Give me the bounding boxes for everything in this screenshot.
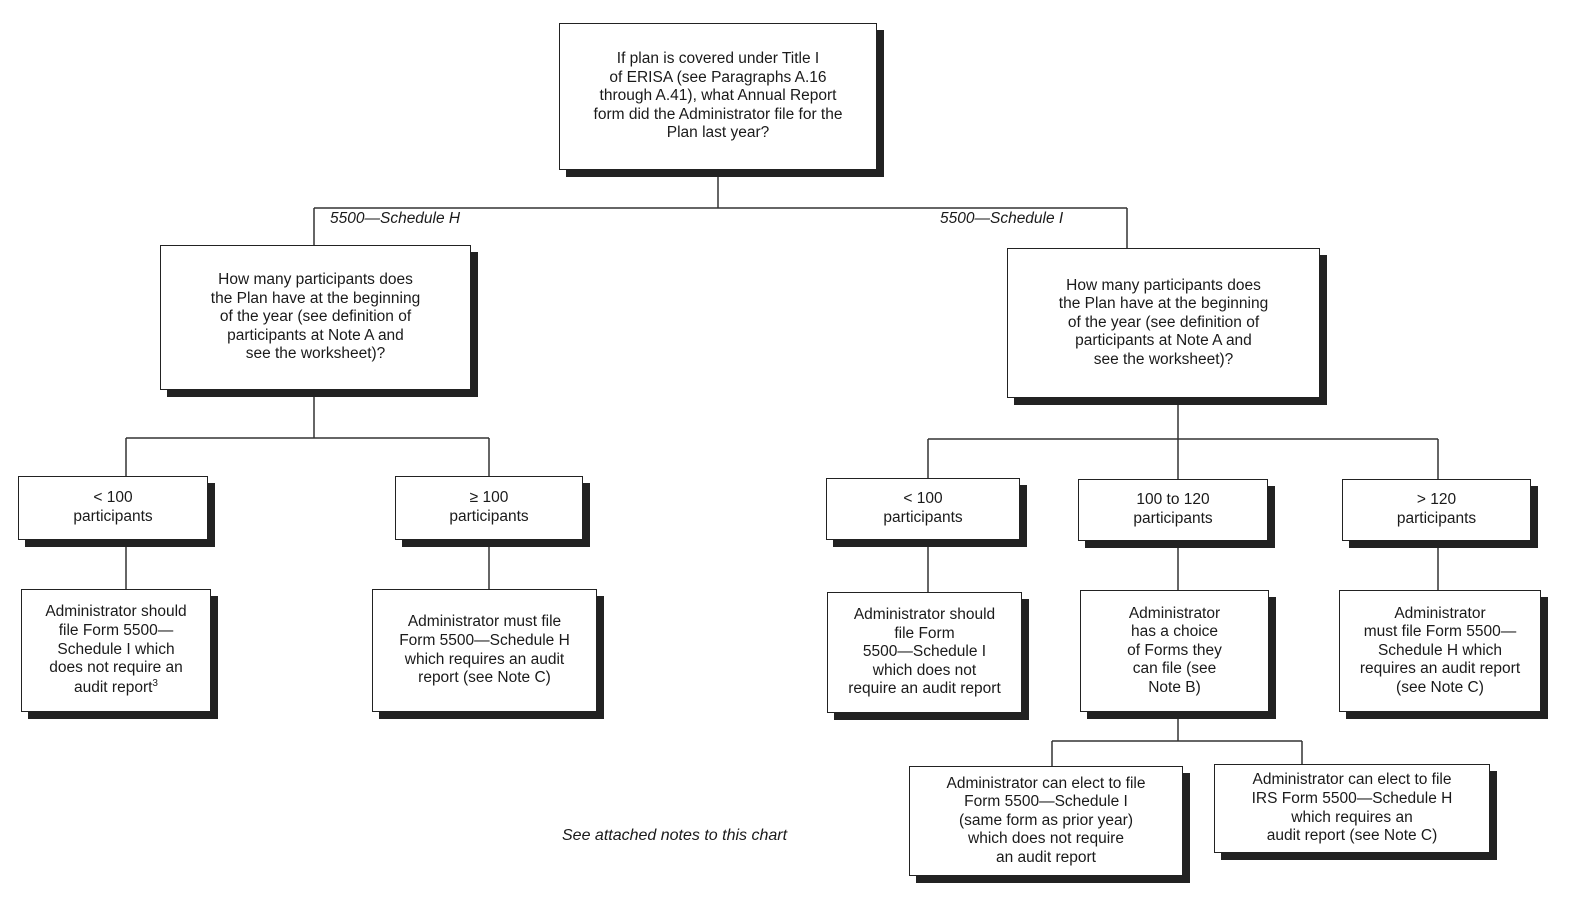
right-outcome-choice-box: Administrator has a choice of Forms they…	[1080, 590, 1269, 712]
right-outcome-schedule-i-box: Administrator should file Form 5500—Sche…	[827, 592, 1022, 713]
root-question-box: If plan is covered under Title I of ERIS…	[559, 23, 877, 170]
footnote-marker: 3	[152, 677, 158, 689]
right-outcome-schedule-h-box: Administrator must file Form 5500— Sched…	[1339, 590, 1541, 712]
choice-schedule-i-text: Administrator can elect to file Form 550…	[946, 774, 1146, 866]
root-question-text: If plan is covered under Title I of ERIS…	[593, 50, 843, 142]
right-outcome-schedule-i-text: Administrator should file Form 5500—Sche…	[848, 606, 1001, 698]
left-participants-question-text: How many participants does the Plan have…	[210, 271, 421, 363]
branch-label-schedule-i: 5500—Schedule I	[940, 210, 1064, 227]
left-outcome-schedule-h-text: Administrator must file Form 5500—Schedu…	[399, 613, 570, 687]
right-outcome-choice-text: Administrator has a choice of Forms they…	[1127, 604, 1222, 696]
right-option-under-100-box: < 100 participants	[826, 478, 1020, 540]
right-outcome-schedule-h-text: Administrator must file Form 5500— Sched…	[1359, 604, 1521, 696]
branch-label-schedule-h: 5500—Schedule H	[330, 210, 461, 227]
right-option-over-120-box: > 120 participants	[1342, 479, 1531, 541]
chart-notes-reference: See attached notes to this chart	[562, 827, 788, 844]
left-option-under-100-box: < 100 participants	[18, 476, 208, 540]
left-option-under-100-text: < 100 participants	[73, 489, 153, 525]
choice-schedule-i-box: Administrator can elect to file Form 550…	[909, 766, 1183, 876]
left-option-100-plus-box: ≥ 100 participants	[395, 476, 583, 540]
right-option-under-100-text: < 100 participants	[883, 490, 963, 526]
left-option-100-plus-text: ≥ 100 participants	[449, 489, 529, 525]
left-outcome-schedule-h-box: Administrator must file Form 5500—Schedu…	[372, 589, 597, 712]
left-outcome-schedule-i-box: Administrator should file Form 5500— Sch…	[21, 589, 211, 712]
right-participants-question-text: How many participants does the Plan have…	[1058, 276, 1269, 368]
right-option-100-to-120-text: 100 to 120 participants	[1133, 491, 1213, 527]
left-outcome-schedule-i-text: Administrator should file Form 5500— Sch…	[45, 603, 187, 696]
left-participants-question-box: How many participants does the Plan have…	[160, 245, 471, 390]
right-option-100-to-120-box: 100 to 120 participants	[1078, 479, 1268, 541]
right-option-over-120-text: > 120 participants	[1396, 491, 1477, 527]
right-participants-question-box: How many participants does the Plan have…	[1007, 248, 1320, 398]
choice-schedule-h-text: Administrator can elect to file IRS Form…	[1251, 771, 1453, 845]
choice-schedule-h-box: Administrator can elect to file IRS Form…	[1214, 764, 1490, 853]
